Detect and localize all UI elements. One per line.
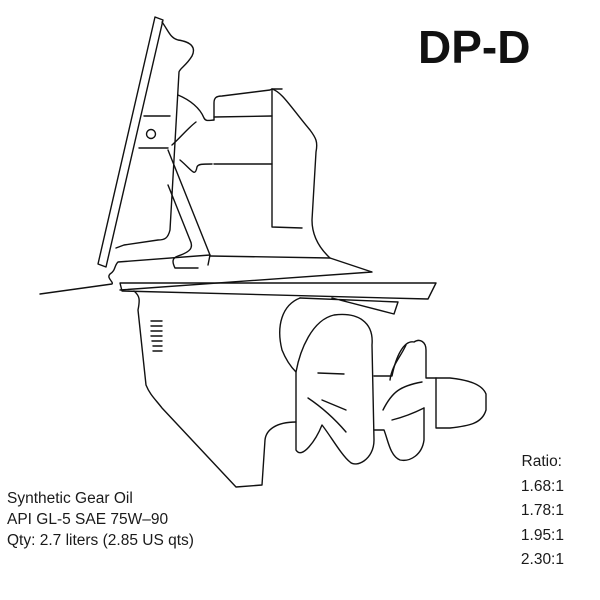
front-propeller [295, 313, 375, 465]
ratio-value: 1.95:1 [520, 526, 564, 544]
ratio-value: 1.78:1 [520, 502, 564, 519]
water-intake-slots [150, 320, 163, 352]
gear-ratio-block: Ratio: 1.68:1 1.78:1 1.95:1 2.30:1 [494, 450, 564, 573]
propeller-hub-cone [435, 377, 487, 429]
oil-type: Synthetic Gear Oil [7, 490, 133, 507]
ratio-label: Ratio: [521, 453, 563, 470]
cavitation-plate [39, 254, 437, 315]
model-title: DP-D [418, 21, 531, 73]
upper-gear-housing [119, 88, 373, 291]
ratio-value: 1.68:1 [520, 477, 564, 495]
oil-grade: API GL-5 SAE 75W–90 [7, 511, 169, 528]
ratio-value: 2.30:1 [520, 551, 564, 568]
oil-quantity: Qty: 2.7 liters (2.85 US qts) [7, 532, 194, 549]
transom-bracket [97, 16, 215, 269]
oil-spec-block: Synthetic Gear Oil API GL-5 SAE 75W–90 Q… [7, 488, 194, 551]
rear-propeller [373, 339, 437, 462]
lower-gear-case [133, 290, 301, 488]
